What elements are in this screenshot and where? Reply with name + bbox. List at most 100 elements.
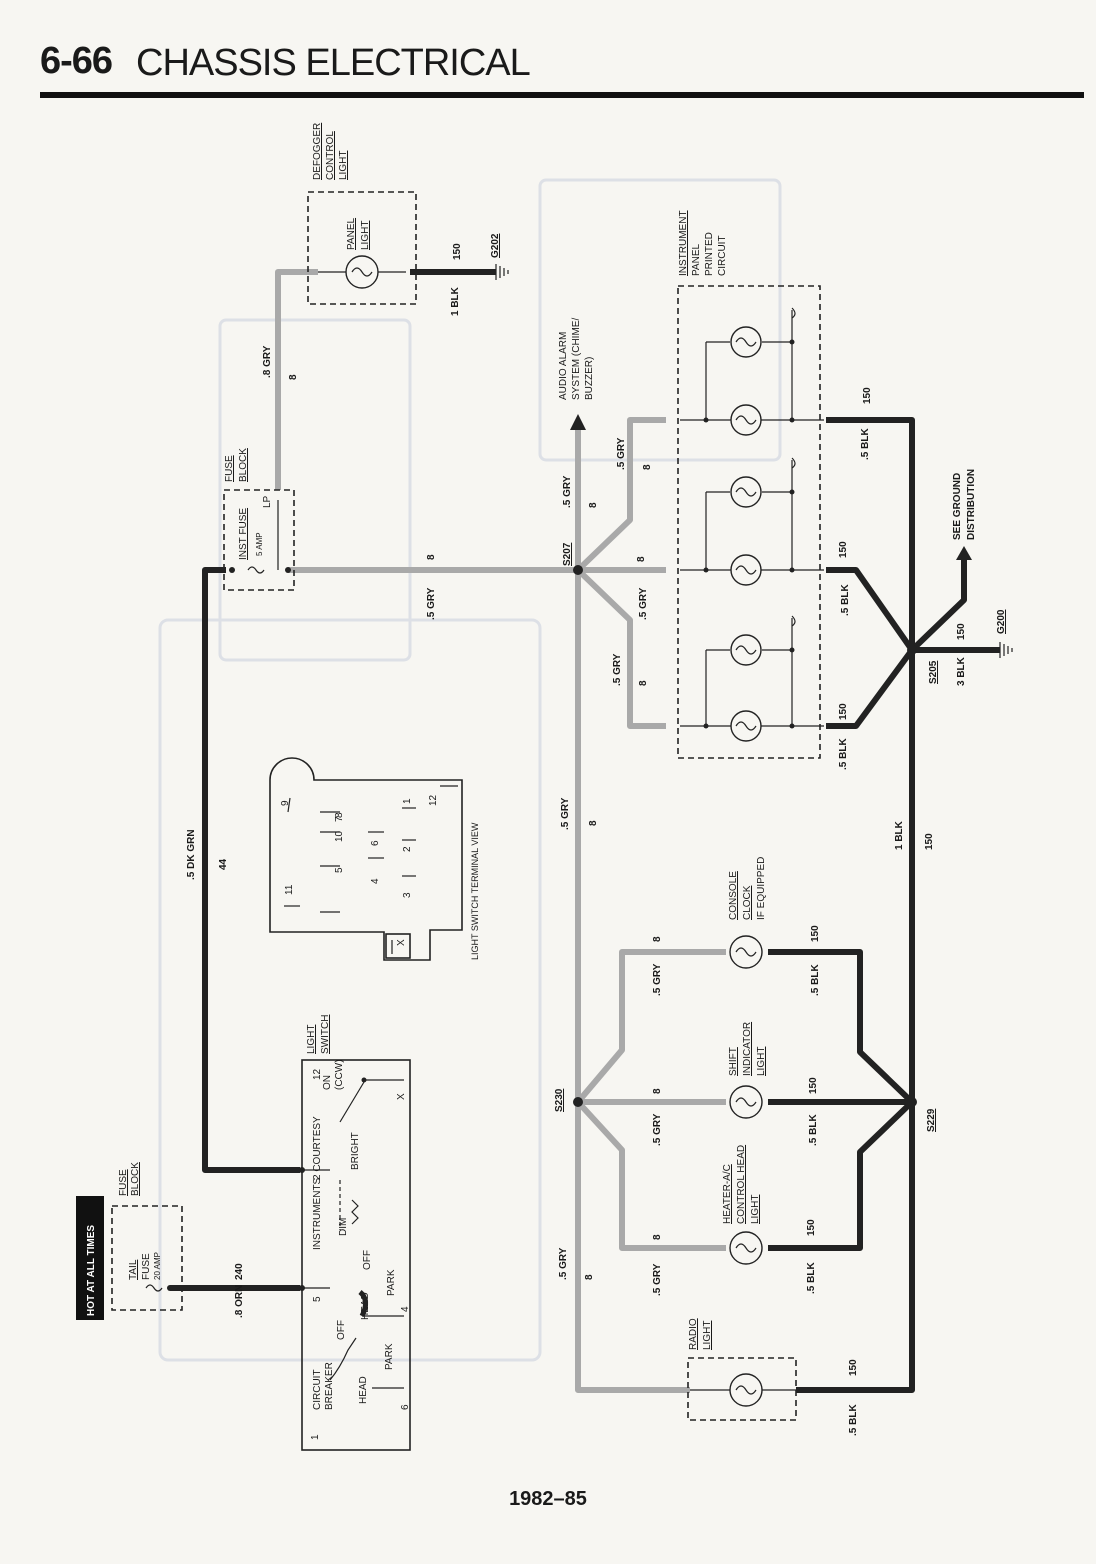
label-150-trunk: 150 bbox=[924, 833, 935, 850]
label-8-ip-top: 8 bbox=[642, 464, 653, 470]
label-5-gry-s207-up: .5 GRY bbox=[562, 475, 573, 508]
audio-alarm-connection: AUDIO ALARM SYSTEM (CHIME/ BUZZER) bbox=[558, 318, 595, 430]
label-s230: S230 bbox=[554, 1088, 565, 1112]
shift-indicator-light: SHIFT INDICATOR LIGHT bbox=[728, 1022, 767, 1119]
svg-text:X: X bbox=[396, 939, 407, 946]
svg-text:FUSE: FUSE bbox=[224, 455, 235, 482]
wire-5-blk-heater-ac bbox=[768, 1099, 915, 1251]
svg-text:FUSE: FUSE bbox=[141, 1253, 152, 1280]
svg-text:SYSTEM (CHIME/: SYSTEM (CHIME/ bbox=[571, 318, 582, 400]
label-s205: S205 bbox=[928, 660, 939, 684]
console-clock: CONSOLE CLOCK IF EQUIPPED bbox=[728, 857, 767, 969]
label-5-blk-ip-mid: .5 BLK bbox=[840, 584, 851, 616]
svg-text:HEAD: HEAD bbox=[358, 1376, 369, 1404]
label-5-gry-heater: .5 GRY bbox=[652, 1263, 663, 1296]
label-150-ip-bottom: 150 bbox=[838, 703, 849, 720]
label-5-blk-shift: .5 BLK bbox=[808, 1114, 819, 1146]
svg-text:CIRCUIT: CIRCUIT bbox=[717, 235, 728, 276]
label-8-clock: 8 bbox=[652, 936, 663, 942]
svg-text:BLOCK: BLOCK bbox=[130, 1162, 141, 1196]
svg-text:6: 6 bbox=[400, 1404, 411, 1410]
svg-text:4: 4 bbox=[400, 1306, 411, 1312]
svg-text:3: 3 bbox=[402, 892, 413, 898]
svg-text:BRIGHT: BRIGHT bbox=[350, 1132, 361, 1170]
radio-light: RADIO LIGHT bbox=[687, 1318, 797, 1421]
svg-text:LIGHT: LIGHT bbox=[756, 1047, 767, 1076]
see-ground-distribution: SEE GROUND DISTRIBUTION bbox=[952, 469, 977, 560]
wire-5-gry-vertical bbox=[575, 430, 690, 1393]
svg-text:PRINTED: PRINTED bbox=[704, 232, 715, 276]
label-150-shift: 150 bbox=[808, 1077, 819, 1094]
label-5-gry-ip-top: .5 GRY bbox=[616, 437, 627, 470]
page-header: 6-66 CHASSIS ELECTRICAL bbox=[40, 40, 1084, 100]
svg-text:BUZZER): BUZZER) bbox=[584, 357, 595, 400]
svg-text:4: 4 bbox=[370, 878, 381, 884]
dimmer-resistor-icon bbox=[351, 1199, 359, 1225]
svg-text:LIGHT: LIGHT bbox=[750, 1195, 761, 1224]
splice-s207 bbox=[573, 565, 583, 575]
label-150-ip-top: 150 bbox=[862, 387, 873, 404]
svg-text:2: 2 bbox=[402, 846, 413, 852]
label-5-blk-ip-top: .5 BLK bbox=[860, 428, 871, 460]
label-1-blk-trunk: 1 BLK bbox=[894, 820, 905, 850]
svg-text:HOT AT ALL TIMES: HOT AT ALL TIMES bbox=[86, 1225, 97, 1316]
label-150-g200: 150 bbox=[956, 623, 967, 640]
svg-text:DEFOGGER: DEFOGGER bbox=[312, 123, 323, 180]
svg-text:OFF: OFF bbox=[362, 1250, 373, 1270]
wire-5-blk-console-clock bbox=[768, 949, 915, 1105]
wire-5-gry-to-heater-ac bbox=[575, 1099, 726, 1251]
ground-g202-icon bbox=[495, 264, 509, 280]
label-44: 44 bbox=[218, 858, 229, 870]
svg-text:CONSOLE: CONSOLE bbox=[728, 871, 739, 920]
svg-text:8: 8 bbox=[334, 812, 345, 818]
svg-text:LIGHT: LIGHT bbox=[360, 221, 371, 250]
wire-5-gry-to-ip-top bbox=[575, 417, 666, 573]
footer-years: 1982–85 bbox=[509, 1488, 587, 1510]
svg-text:1: 1 bbox=[402, 798, 413, 804]
svg-text:9: 9 bbox=[280, 800, 291, 806]
label-5-gry-clock: .5 GRY bbox=[652, 963, 663, 996]
svg-text:12: 12 bbox=[312, 1068, 323, 1080]
svg-text:2 COURTESY: 2 COURTESY bbox=[312, 1116, 323, 1180]
svg-text:LIGHT: LIGHT bbox=[702, 1321, 713, 1350]
wire-5-dk-grn-44 bbox=[202, 567, 300, 1173]
label-s207: S207 bbox=[562, 542, 573, 566]
svg-text:CONTROL HEAD: CONTROL HEAD bbox=[736, 1145, 747, 1224]
svg-text:PANEL: PANEL bbox=[346, 218, 357, 250]
defogger-control-light: DEFOGGER CONTROL LIGHT PANEL LIGHT bbox=[307, 123, 417, 305]
label-8-ip-mid: 8 bbox=[636, 556, 647, 562]
label-5-dk-grn: .5 DK GRN bbox=[186, 829, 197, 880]
svg-text:INSTRUMENT: INSTRUMENT bbox=[678, 210, 689, 276]
svg-text:DISTRIBUTION: DISTRIBUTION bbox=[966, 469, 977, 540]
svg-text:1: 1 bbox=[310, 1434, 321, 1440]
tail-fuse-symbol bbox=[145, 1284, 163, 1292]
splice-s230 bbox=[573, 1097, 583, 1107]
light-switch-terminal-view: LIGHT SWITCH TERMINAL VIEW 11 9 5 10 7 8… bbox=[269, 757, 480, 961]
svg-text:12: 12 bbox=[428, 794, 439, 806]
svg-text:INSTRUMENTS: INSTRUMENTS bbox=[312, 1177, 323, 1250]
wire-8-gry-to-defogger bbox=[275, 269, 318, 490]
label-240: 240 bbox=[234, 1263, 245, 1280]
section-number: 6-66 bbox=[40, 40, 113, 82]
svg-text:11: 11 bbox=[284, 884, 295, 895]
label-5-blk-ip-bottom: .5 BLK bbox=[838, 738, 849, 770]
label-5-blk-heater: .5 BLK bbox=[806, 1262, 817, 1294]
svg-text:BREAKER: BREAKER bbox=[324, 1362, 335, 1410]
label-8-orn: .8 ORN bbox=[234, 1285, 245, 1318]
light-switch: LIGHT SWITCH 1 5 4 6 12 X 2 COURTESY ON … bbox=[299, 1015, 411, 1451]
label-8-main: 8 bbox=[426, 554, 437, 560]
label-150-heater: 150 bbox=[806, 1219, 817, 1236]
splice-s229 bbox=[907, 1097, 917, 1107]
svg-text:5: 5 bbox=[312, 1296, 323, 1302]
label-8-s207-up: 8 bbox=[588, 502, 599, 508]
svg-text:LIGHT: LIGHT bbox=[338, 151, 349, 180]
ground-g200-icon bbox=[999, 642, 1013, 658]
label-150-radio: 150 bbox=[848, 1359, 859, 1376]
label-150-clock: 150 bbox=[810, 925, 821, 942]
label-5-gry-ip-mid: .5 GRY bbox=[638, 587, 649, 620]
svg-text:DIM: DIM bbox=[338, 1218, 349, 1236]
svg-text:LIGHT SWITCH TERMINAL VIEW: LIGHT SWITCH TERMINAL VIEW bbox=[470, 822, 480, 960]
bleed-through-ghost bbox=[158, 178, 782, 1362]
label-5-blk-radio: .5 BLK bbox=[848, 1404, 859, 1436]
